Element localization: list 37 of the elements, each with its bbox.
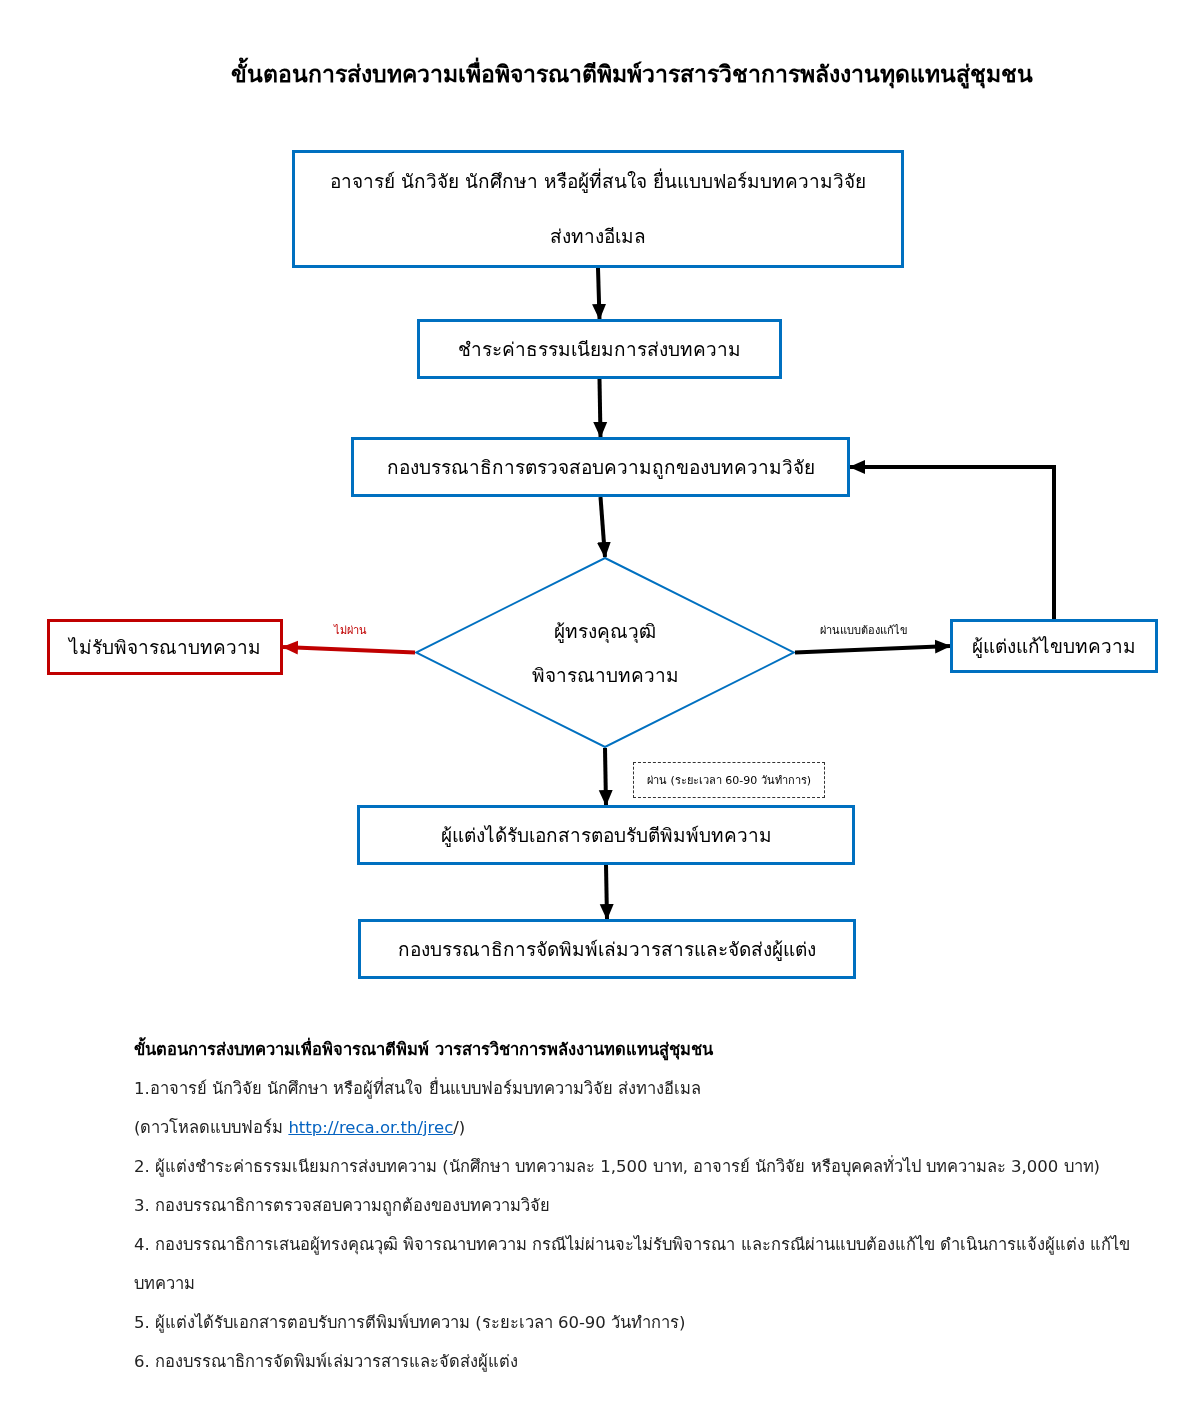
node-text: ผู้แต่งได้รับเอกสารตอบรับตีพิมพ์บทความ (440, 822, 772, 848)
note-text: /) (453, 1118, 466, 1137)
arrow (794, 639, 951, 655)
arrow (282, 640, 416, 655)
note-text: 1.อาจารย์ นักวิจัย นักศึกษา หรือผู้ที่สนใจ ยื่นแบบฟอร์มบทความวิจัย ส่งทางอีเมล (134, 1076, 702, 1101)
note-text: 6. กองบรรณาธิการจัดพิมพ์เล่มวารสารและจัดส่งผู้แต่ง (134, 1351, 519, 1374)
process-box (358, 919, 856, 979)
node-text: กองบรรณาธิการตรวจสอบความถูกของบทความวิจัย (386, 454, 815, 480)
link: http://reca.or.th/jrec (288, 1118, 454, 1137)
arrow (599, 864, 614, 920)
process-box (292, 150, 904, 268)
edge-label: ผ่าน (ระยะเวลา 60-90 วันทำการ) (633, 762, 825, 798)
arrow (598, 747, 613, 806)
arrow (596, 496, 611, 558)
node-text: ผู้แต่งแก้ไขบทความ (972, 633, 1136, 659)
node-text: กองบรรณาธิการจัดพิมพ์เล่มวารสารและจัดส่งผู้แต่ง (398, 936, 816, 962)
process-box (417, 319, 782, 379)
decision-diamond (415, 557, 795, 748)
note-text: 4. กองบรรณาธิการเสนอผู้ทรงคุณวุฒิ พิจารณาบทความ กรณีไม่ผ่านจะไม่รับพิจารณา และกรณีผ่านแบบต้องแก้ไข ดำเนินการแจ้งผู้แต่ง แก้ไขบทความ (134, 1234, 1132, 1295)
node-text: ไม่รับพิจารณาบทความ (69, 634, 261, 660)
node-text: ชำระค่าธรรมเนียมการส่งบทความ (458, 336, 741, 362)
node-text: ผู้ทรงคุณวุฒิ พิจารณาบทความ (530, 618, 680, 688)
arrow (849, 460, 1056, 619)
process-box (357, 805, 855, 865)
note-heading: ขั้นตอนการส่งบทความเพื่อพิจารณาตีพิมพ์ วารสารวิชาการพลังงานทดแทนสู่ชุมชน (134, 1030, 1144, 1069)
process-box (950, 619, 1158, 673)
rejection-box (47, 619, 283, 675)
node-text: ส่งทางอีเมล (550, 224, 646, 249)
note-text: (ดาวโหลดแบบฟอร์ม (134, 1118, 284, 1137)
arrow (593, 378, 608, 438)
diagram-title: ขั้นตอนการส่งบทความเพื่อพิจารณาตีพิมพ์วารสารวิชาการพลังงานทุดแทนสู่ชุมชน (0, 56, 1194, 92)
process-box (351, 437, 850, 497)
note-text: 3. กองบรรณาธิการตรวจสอบความถูกต้องของบทความวิจัย (134, 1195, 551, 1218)
note-text: 2. ผู้แต่งชำระค่าธรรมเนียมการส่งบทความ (นักศึกษา บทความละ 1,500 บาท, อาจารย์ นักวิจัย หรือบุคคลทั่วไป บทความละ 3,000 บาท) (134, 1154, 1102, 1179)
node-text: อาจารย์ นักวิจัย นักศึกษา หรือผู้ที่สนใจ ยื่นแบบฟอร์มบทความวิจัย (329, 169, 867, 194)
note-text: 5. ผู้แต่งได้รับเอกสารตอบรับการตีพิมพ์บทความ (ระยะเวลา 60-90 วันทำการ) (134, 1312, 687, 1335)
arrow (592, 267, 607, 320)
